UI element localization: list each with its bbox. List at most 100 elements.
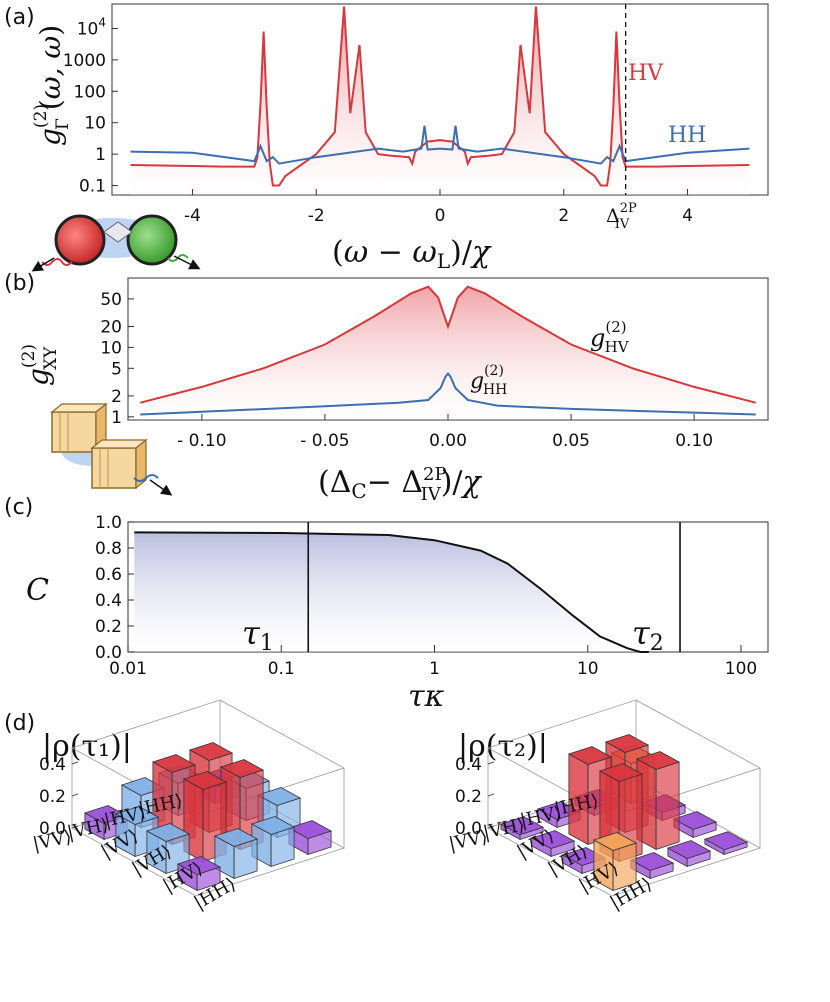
bar-top-face [629,852,675,871]
bar-top-face [672,811,718,830]
x-tick-label: 4 [682,206,693,226]
x-tick-label: 1 [429,659,440,679]
coupled-cavities-illustration [31,214,201,272]
matrix-bar [499,816,545,841]
matrix-title-2: |ρ(τ₂)| [458,729,548,764]
series-line-ghv [140,285,756,404]
hv-fill-b [140,286,756,420]
z-tick-mark [71,761,79,765]
y-tick-label: 100 [74,82,106,102]
row-basis-label: |VV⟩ [31,826,74,855]
x-tick-label: 0.05 [552,431,590,451]
z-tick-mark [487,825,495,829]
panel-c-label: (c) [4,495,33,520]
y-tick-label: 0.1 [79,177,106,197]
y-tick-label: 5 [111,359,122,379]
y-tick-label: 1000 [63,51,106,71]
y-tick-label: 0.6 [95,565,122,585]
y-tick-label: 1.0 [95,513,122,533]
z-tick-label: 0.2 [39,787,66,807]
concurrence-area [134,532,649,652]
x-tick-label: 0 [435,206,446,226]
bar-top-face [635,751,681,770]
matrix-bar [287,820,333,856]
y-tick-label: 10 [84,114,106,134]
panel-d-label: (d) [4,711,35,736]
x-tick-label: -4 [184,206,201,226]
matrix-bar [672,811,718,839]
bar-top-face [114,806,160,825]
series-label-ghv-g: g [590,324,605,352]
y-tick-exponent: 4 [98,15,106,29]
y-tick-label: 1 [111,408,122,428]
y-tick-label: 0.4 [95,591,122,611]
bar-top-face [145,823,191,842]
z-tick-label: 0.0 [39,819,66,839]
bar-top-face [499,816,545,836]
x-tick-label: 10 [577,659,599,679]
matrix-bar [213,828,259,880]
concurrence-fill [134,532,649,652]
bar-top-face [182,771,228,790]
tau2-label: τ2 [632,614,664,656]
y-tick-label: 0.8 [95,539,122,559]
series-label-hv: HV [628,61,664,86]
x-tick-label: 0.01 [109,659,147,679]
tau1-symbol: τ [242,614,261,652]
bar-top-face [567,746,613,765]
series-line-hv [130,6,750,187]
matrix-bar [592,832,638,892]
tau1-label: τ1 [242,614,274,656]
y-tick-label: 2 [111,387,122,407]
density-matrix-2: 0.00.20.4|HH⟩|VV⟩|HV⟩|VH⟩|VH⟩|HV⟩|VV⟩|HH… [447,699,762,914]
bar-top-face [151,754,197,773]
series-label-ghh-g: g [470,369,484,394]
bar-top-face [250,816,296,835]
matrix-bar [629,852,675,880]
panel-c-xlabel: τκ [408,679,445,714]
y-tick-label: 50 [100,290,122,310]
bar-top-face [256,787,302,806]
tau2-symbol: τ [632,614,651,652]
matrix-bar [176,856,222,892]
matrix-title-1: |ρ(τ₁)| [42,729,132,764]
z-tick-label: 0.2 [455,787,482,807]
bar-top-face [604,734,650,753]
panel-b-ylabel: g(2)XY [19,344,61,386]
matrix-bar [530,830,576,858]
y-tick-label: 0.2 [95,617,122,637]
tau2-subscript: 2 [650,631,664,656]
row-basis-label: |VV⟩ [447,826,490,855]
hv-area [130,6,750,195]
z-tick-mark [71,825,79,829]
panel-c-series [134,522,681,653]
x-tick-label: 2 [558,206,569,226]
y-tick-label: 0.0 [95,643,122,663]
y-tick-label: 20 [100,318,122,338]
cavity-boxes-illustration [50,402,173,496]
z-tick-mark [487,761,495,765]
y-tick-label: 10 [100,338,122,358]
x-tick-label: 0.10 [675,431,713,451]
z-tick-mark [71,793,79,797]
bar-top-face [703,831,749,851]
concurrence-line [134,531,649,653]
y-tick-label: 1 [95,145,106,165]
x-tick-label: - 0.05 [300,431,349,451]
panel-b-label: (b) [4,271,35,296]
bar-side-face [655,761,680,851]
z-tick-label: 0.4 [39,755,66,775]
bar-top-face [666,840,712,859]
matrix-bar [635,751,681,851]
matrix-floor [486,779,762,897]
matrix-bar [250,816,296,868]
tau1-subscript: 1 [260,631,274,656]
bar-top-face [530,830,576,849]
